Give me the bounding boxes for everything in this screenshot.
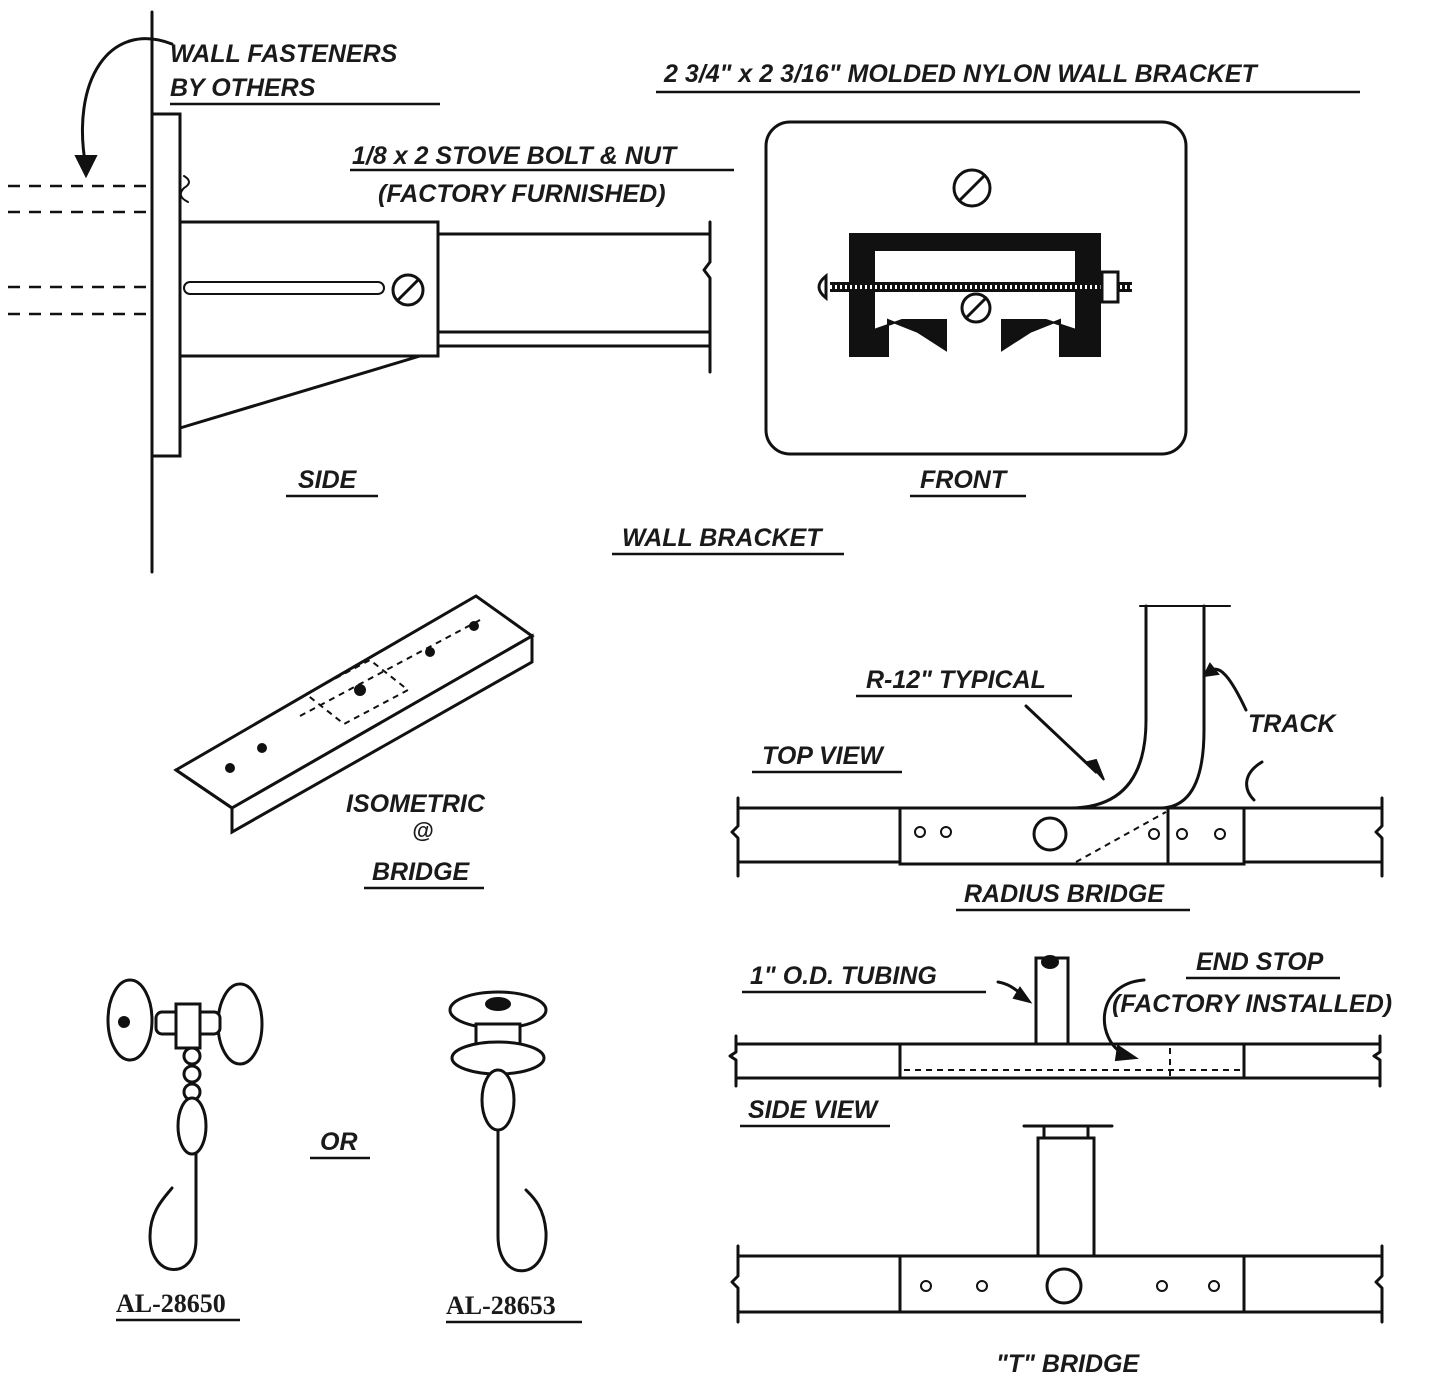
- wall-bracket-front-view: [764, 120, 1188, 456]
- side-label: SIDE: [298, 466, 358, 494]
- r12-typical-label: R-12" TYPICAL: [866, 666, 1046, 694]
- stove-bolt-label-2: (FACTORY FURNISHED): [378, 180, 666, 208]
- nylon-bracket-label: 2 3/4" x 2 3/16" MOLDED NYLON WALL BRACK…: [663, 60, 1260, 88]
- part-number-al-28650: AL-28650: [116, 1289, 226, 1318]
- single-wheel-trolley-hook-icon: [448, 990, 548, 1273]
- track-channel: [849, 233, 1101, 357]
- radius-bridge-label: RADIUS BRIDGE: [964, 880, 1165, 908]
- tubing-post: [1034, 956, 1070, 1046]
- wall-bracket-side-view: [8, 10, 712, 574]
- top-view-label: TOP VIEW: [762, 742, 885, 770]
- bolt-head: [817, 272, 828, 302]
- radius-bridge-plate: [898, 806, 1246, 866]
- end-stop-label-2: (FACTORY INSTALLED): [1112, 990, 1392, 1018]
- wall-plate: [150, 112, 182, 458]
- at-symbol-label: @: [412, 818, 433, 843]
- isometric-label: ISOMETRIC: [346, 790, 486, 818]
- bracket-slot: [183, 281, 385, 295]
- end-stop-label-1: END STOP: [1196, 948, 1324, 976]
- or-label: OR: [320, 1128, 358, 1156]
- part-number-al-28653: AL-28653: [446, 1291, 556, 1320]
- wall-bracket-title: WALL BRACKET: [622, 524, 824, 552]
- slotted-screw-icon: [952, 168, 992, 208]
- od-tubing-label: 1" O.D. TUBING: [750, 962, 937, 990]
- radius-bridge-top-view: [730, 604, 1384, 878]
- isometric-bridge-drawing: [173, 594, 535, 835]
- stove-bolt-label-1: 1/8 x 2 STOVE BOLT & NUT: [352, 142, 679, 170]
- wall-fasteners-label-1: WALL FASTENERS: [170, 40, 398, 68]
- bridge-label: BRIDGE: [372, 858, 471, 886]
- t-bridge-plate: [898, 1254, 1246, 1314]
- bolt-nut: [1100, 270, 1120, 304]
- front-label: FRONT: [920, 466, 1009, 494]
- t-bridge-label: "T" BRIDGE: [996, 1350, 1140, 1377]
- side-view-label: SIDE VIEW: [748, 1096, 880, 1124]
- bridge-side-view: [728, 955, 1382, 1088]
- curved-arrow-icon: [81, 37, 174, 170]
- bracket-gusset: [178, 354, 422, 430]
- track-label: TRACK: [1248, 710, 1337, 738]
- t-bridge-drawing: [730, 1124, 1384, 1324]
- wall-fasteners-label-2: BY OTHERS: [170, 74, 316, 102]
- double-wheel-trolley-hook-icon: [106, 978, 264, 1271]
- track-break-line: [702, 220, 712, 374]
- stove-bolt-icon: [391, 273, 425, 307]
- t-bridge-stem: [1036, 1136, 1096, 1258]
